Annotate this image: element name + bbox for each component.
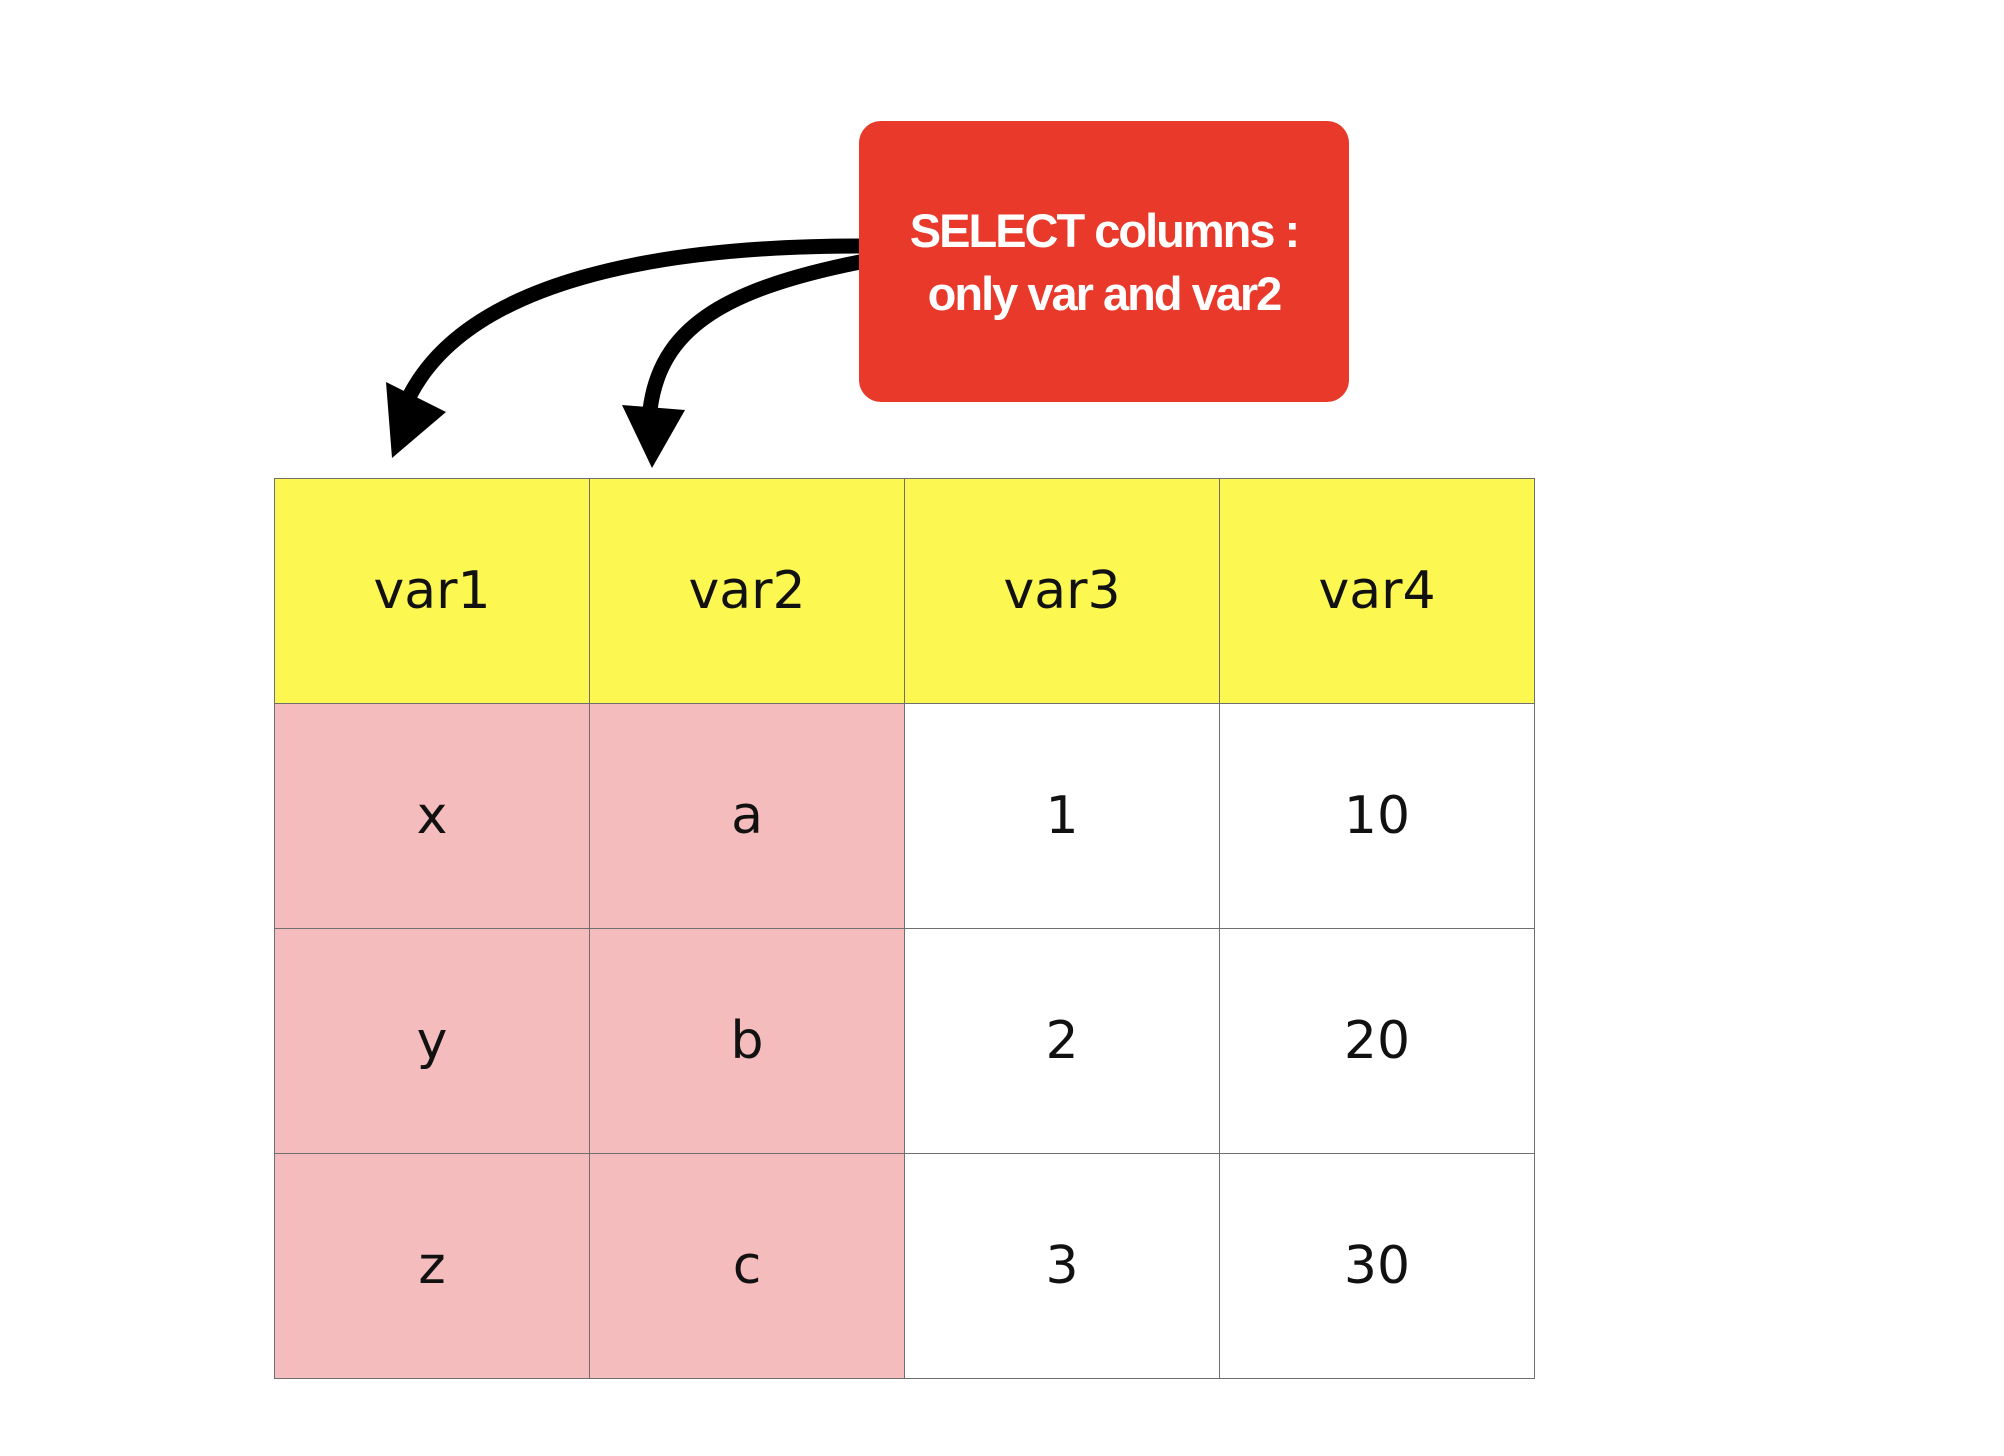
data-table: var1 var2 var3 var4 x a 1 10 y b 2 20 z … bbox=[274, 478, 1535, 1379]
select-columns-callout: SELECT columns : only var and var2 bbox=[859, 121, 1349, 402]
cell-selected: a bbox=[589, 703, 905, 929]
cell: 10 bbox=[1219, 703, 1535, 929]
cell: 30 bbox=[1219, 1153, 1535, 1379]
cell: 3 bbox=[904, 1153, 1220, 1379]
header-var1: var1 bbox=[274, 478, 590, 704]
table-row: y b 2 20 bbox=[274, 928, 1535, 1154]
callout-line-1: SELECT columns : bbox=[909, 203, 1300, 257]
arrow-to-var2-head bbox=[622, 405, 685, 468]
cell-selected: b bbox=[589, 928, 905, 1154]
arrow-to-var1-head bbox=[386, 382, 446, 458]
arrow-to-var1 bbox=[402, 238, 868, 403]
cell-selected: x bbox=[274, 703, 590, 929]
callout-line-2: only var and var2 bbox=[927, 266, 1283, 320]
cell-selected: z bbox=[274, 1153, 590, 1379]
cell: 1 bbox=[904, 703, 1220, 929]
header-var3: var3 bbox=[904, 478, 1220, 704]
cell: 20 bbox=[1219, 928, 1535, 1154]
cell-selected: y bbox=[274, 928, 590, 1154]
header-row: var1 var2 var3 var4 bbox=[274, 478, 1535, 704]
header-var2: var2 bbox=[589, 478, 905, 704]
table-row: x a 1 10 bbox=[274, 703, 1535, 929]
cell: 2 bbox=[904, 928, 1220, 1154]
cell-selected: c bbox=[589, 1153, 905, 1379]
header-var4: var4 bbox=[1219, 478, 1535, 704]
arrow-to-var2 bbox=[642, 254, 868, 418]
table-row: z c 3 30 bbox=[274, 1153, 1535, 1379]
